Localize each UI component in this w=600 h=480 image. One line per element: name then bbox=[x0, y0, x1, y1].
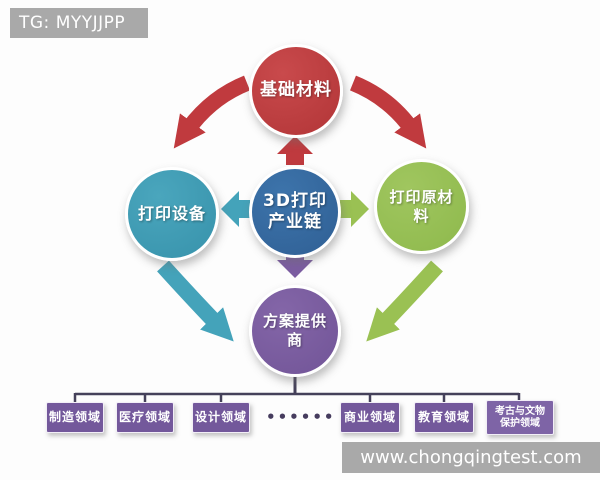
curved-arrow-top-left-icon bbox=[173, 75, 251, 149]
field-box-archaeology-line2: 保护领域 bbox=[500, 417, 540, 429]
center-label-line1: 3D打印 bbox=[263, 190, 327, 211]
node-solution-provider-line2: 商 bbox=[286, 331, 303, 349]
field-box-education: 教育领域 bbox=[414, 402, 474, 433]
node-solution-provider: 方案提供 商 bbox=[249, 285, 341, 377]
field-box-archaeology-line1: 考古与文物 bbox=[495, 406, 545, 417]
field-box-manufacturing-label: 制造领域 bbox=[48, 409, 101, 424]
center-label-line2: 产业链 bbox=[268, 212, 322, 232]
arrow-left-icon bbox=[221, 191, 250, 227]
watermark-telegram: TG: MYYJJPP bbox=[10, 8, 148, 38]
node-basic-materials-label: 基础材料 bbox=[260, 80, 332, 101]
node-raw-materials-line1: 打印原材 bbox=[389, 187, 454, 206]
field-box-education-label: 教育领域 bbox=[417, 409, 470, 424]
field-box-business: 商业领域 bbox=[340, 402, 400, 433]
curved-arrow-bottom-left-icon bbox=[157, 260, 234, 342]
arrow-up-icon bbox=[277, 136, 313, 165]
field-box-medical: 医疗领域 bbox=[116, 402, 174, 433]
arrow-right-icon bbox=[340, 191, 369, 227]
field-box-archaeology: 考古与文物 保护领域 bbox=[486, 400, 554, 435]
node-raw-materials-line2: 料 bbox=[413, 206, 430, 225]
node-printing-equipment-label: 打印设备 bbox=[137, 204, 206, 223]
field-box-design-label: 设计领域 bbox=[194, 409, 247, 424]
node-basic-materials: 基础材料 bbox=[249, 44, 343, 138]
curved-arrow-bottom-right-icon bbox=[366, 260, 443, 342]
node-raw-materials: 打印原材 料 bbox=[374, 159, 469, 254]
field-box-manufacturing: 制造领域 bbox=[46, 402, 104, 433]
field-box-medical-label: 医疗领域 bbox=[118, 409, 171, 424]
ellipsis-dots: •••••• bbox=[266, 408, 336, 426]
node-printing-equipment: 打印设备 bbox=[125, 167, 219, 261]
curved-arrow-top-right-icon bbox=[349, 75, 427, 149]
watermark-website: www.chongqingtest.com bbox=[342, 442, 600, 473]
field-box-business-label: 商业领域 bbox=[343, 409, 396, 424]
node-industry-chain-center: 3D打印 产业链 bbox=[249, 166, 341, 258]
node-solution-provider-line1: 方案提供 bbox=[262, 312, 327, 331]
field-box-design: 设计领域 bbox=[192, 402, 250, 433]
